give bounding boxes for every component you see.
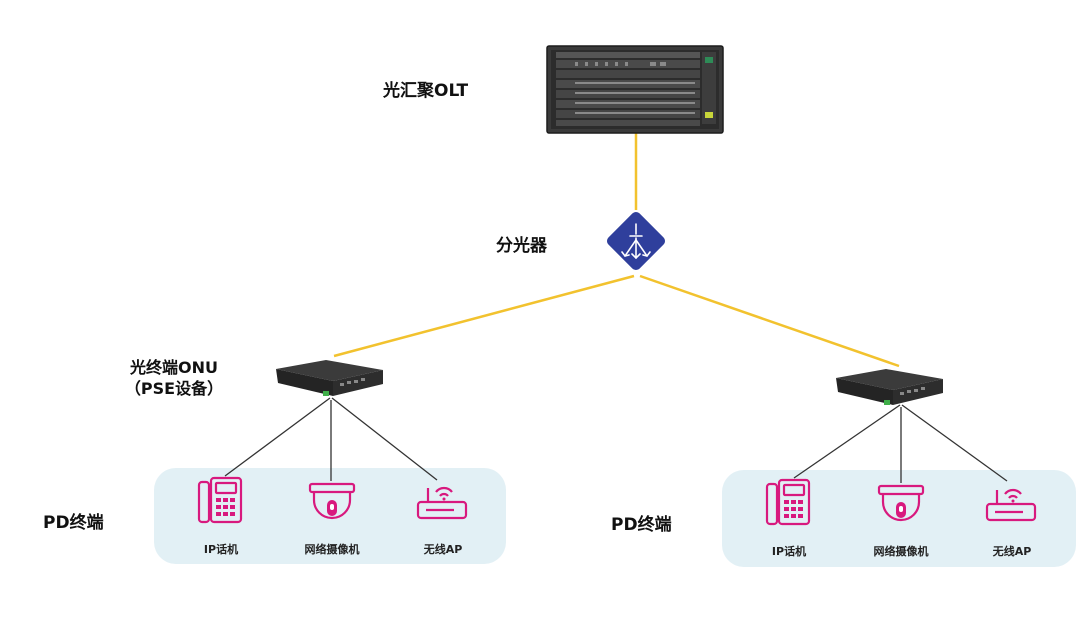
onu-left-icon [276,360,383,396]
pd-group-1-label: PD终端 [43,513,104,533]
splitter-label: 分光器 [496,236,547,256]
device-label-wireless-ap: 无线AP [992,545,1032,558]
network-camera-icon [308,482,356,520]
wireless-ap-icon [416,486,468,520]
device-label-network-camera: 网络摄像机 [873,545,929,558]
device-label-ip-phone: IP话机 [771,545,807,558]
fiber-links [333,133,900,368]
olt-chassis-icon [546,45,724,134]
onu-label: 光终端ONU （PSE设备） [118,357,230,399]
olt-label: 光汇聚OLT [383,81,469,101]
wireless-ap-icon [985,488,1037,522]
device-label-ip-phone: IP话机 [203,543,239,556]
device-label-network-camera: 网络摄像机 [304,543,360,556]
fiber-splitter-onu-right [639,274,900,368]
ip-phone-icon [197,476,243,524]
ip-phone-icon [765,478,811,526]
onu-right-icon [836,369,943,405]
device-label-wireless-ap: 无线AP [423,543,463,556]
pd-group-2-background [722,470,1076,567]
onu-label-line1: 光终端ONU [130,358,218,377]
ethernet-links [224,397,1008,483]
fiber-splitter-onu-left [333,274,635,358]
network-camera-icon [877,484,925,522]
pd-group-2-label: PD终端 [611,515,672,535]
splitter-icon [606,211,666,271]
onu-label-line2: （PSE设备） [124,379,224,398]
